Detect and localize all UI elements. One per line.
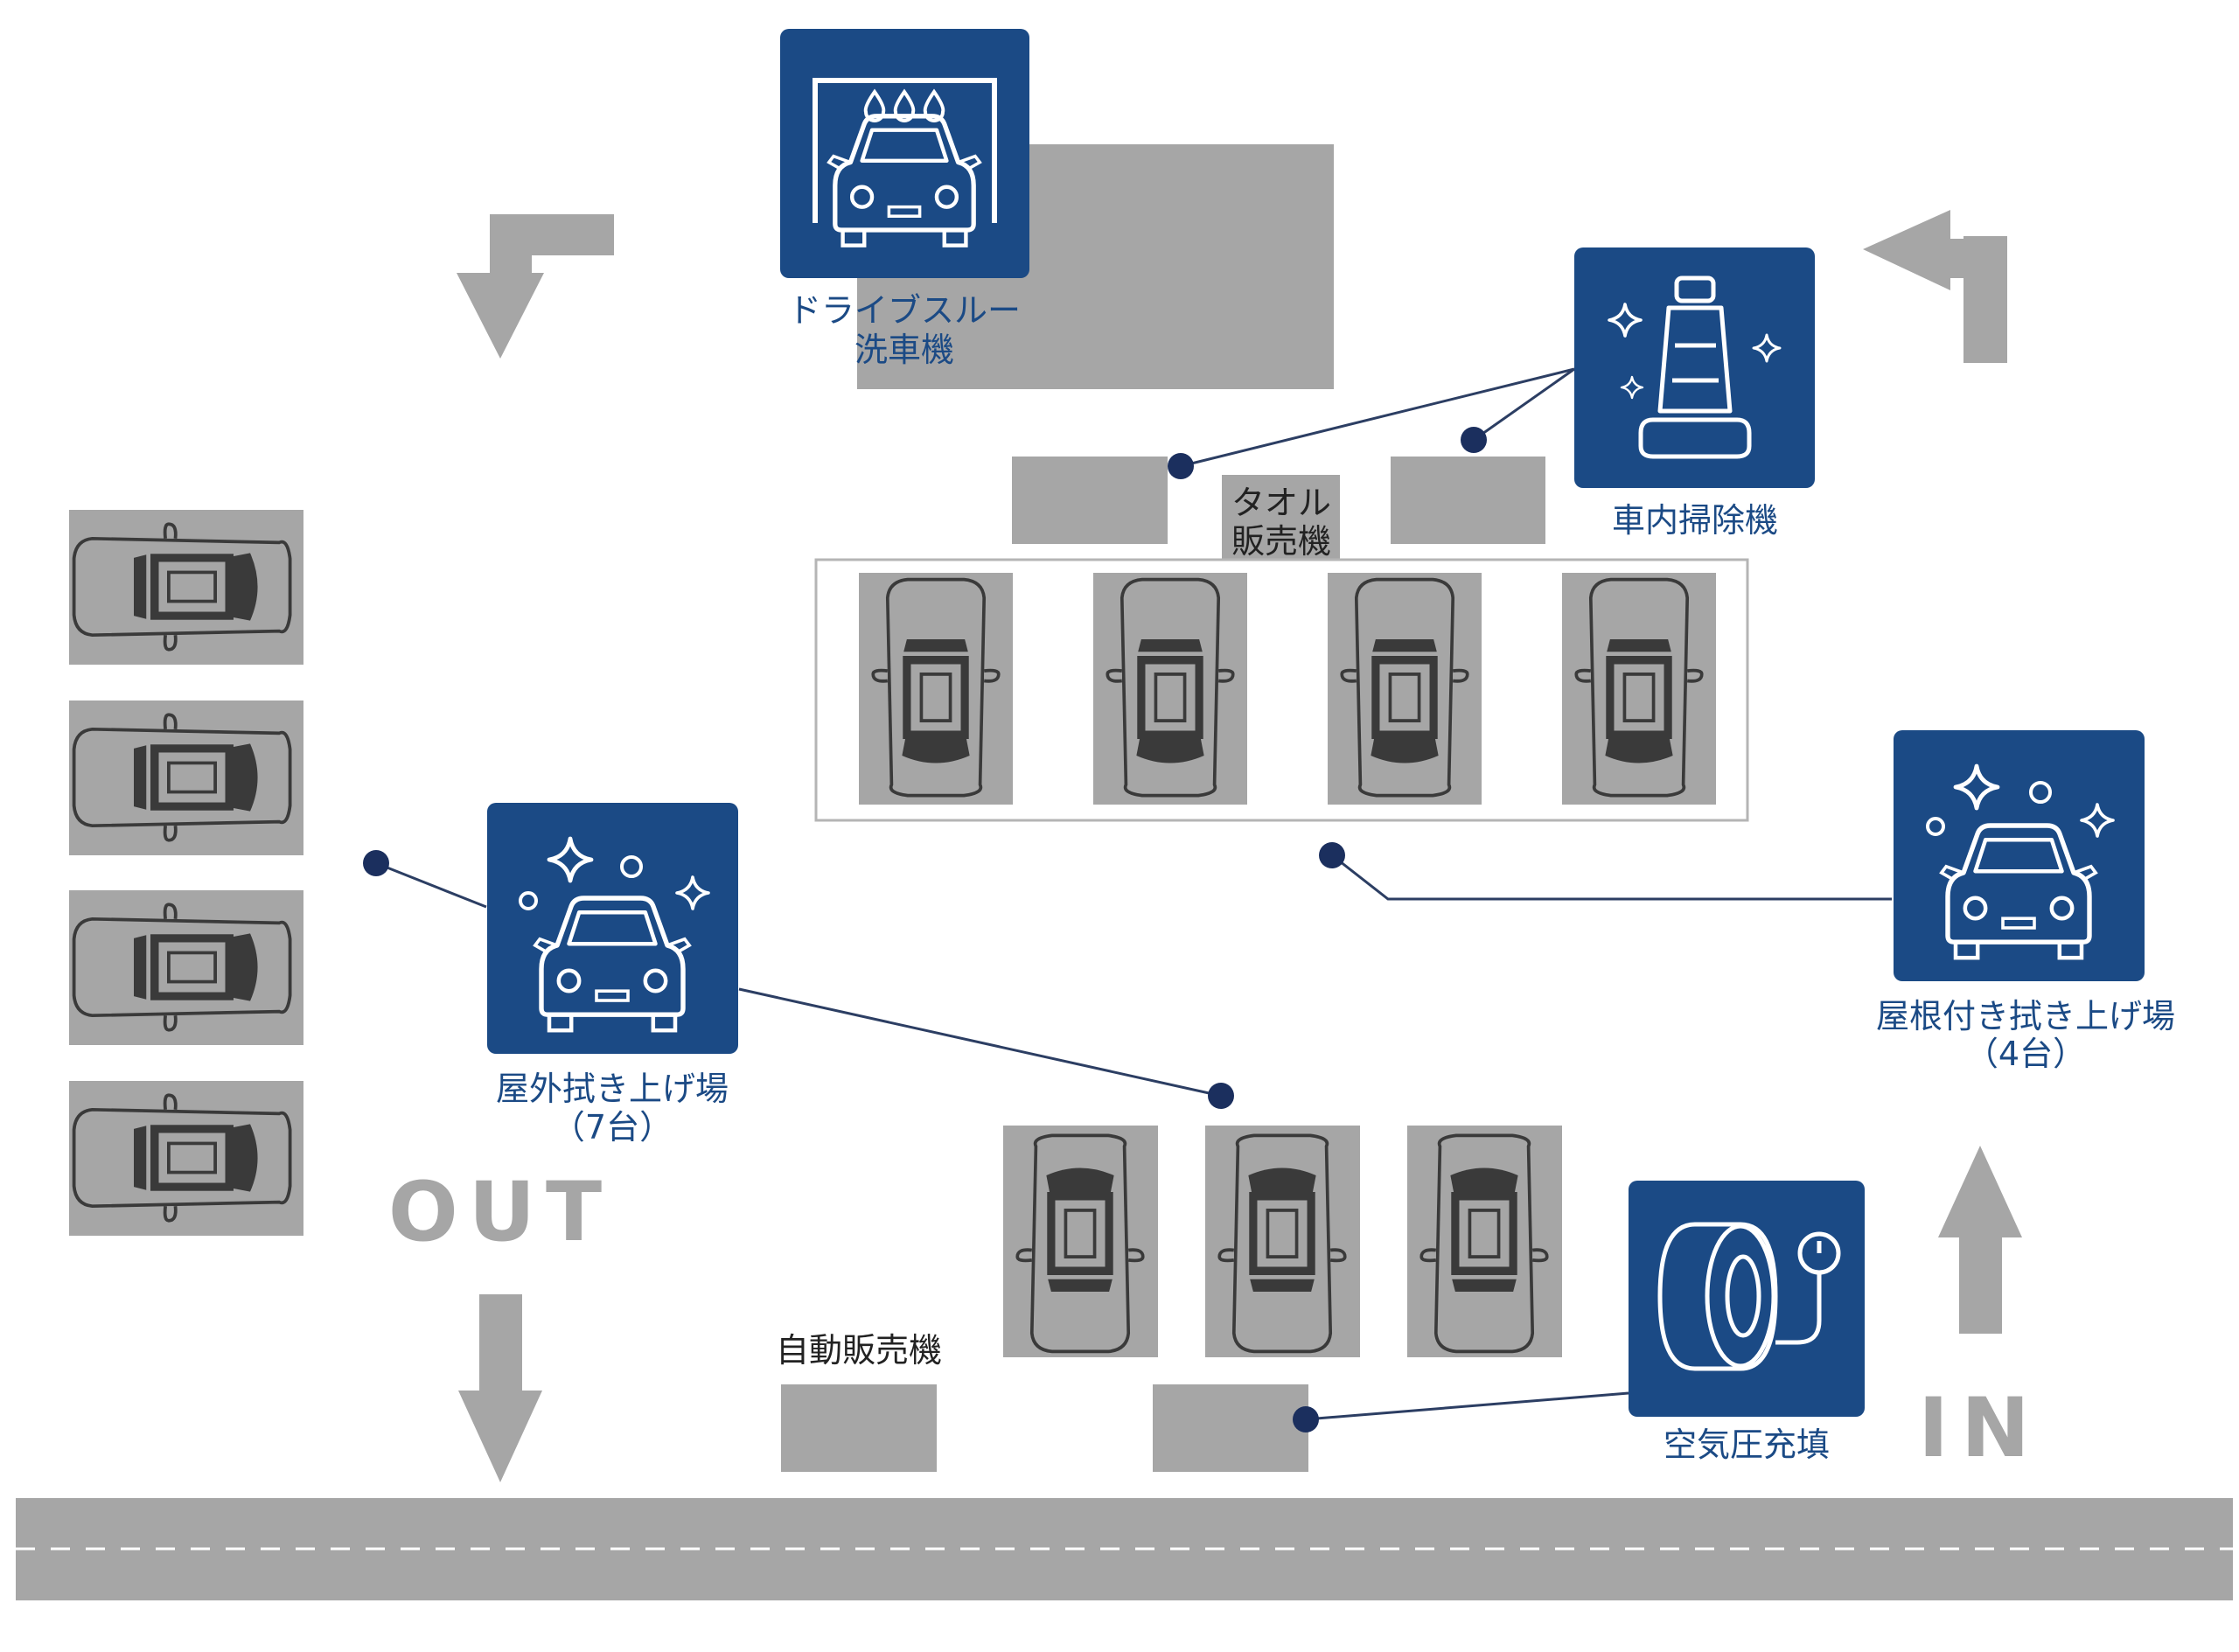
outdoor-wiping-label-1: 屋外拭き上げ場 xyxy=(496,1070,729,1108)
out-label: OUT xyxy=(388,1165,612,1260)
sparkle-car-icon xyxy=(519,839,710,1030)
air-pressure-marker xyxy=(1629,1181,1865,1417)
towel-vending-label-2: 販売機 xyxy=(1231,522,1331,561)
connector-dot xyxy=(1293,1406,1319,1432)
roofed-space-2 xyxy=(1093,573,1247,805)
sparkle-car-icon xyxy=(1926,766,2115,958)
connector-dot xyxy=(1461,427,1487,453)
drive-thru-wash-label-2: 洗車機 xyxy=(854,331,954,369)
towel-vending-machine xyxy=(1222,475,1340,561)
connector-dot xyxy=(363,850,389,876)
outdoor-space-left-1 xyxy=(69,510,303,665)
connector-outdoor-bottom xyxy=(738,987,1222,1098)
interior-vacuum-label: 車内掃除機 xyxy=(1612,501,1778,540)
outdoor-space-left-4 xyxy=(69,1081,303,1236)
air-pressure-label: 空気圧充填 xyxy=(1664,1425,1830,1464)
outdoor-space-left-2 xyxy=(69,701,303,855)
air-pressure-block xyxy=(1153,1384,1308,1472)
outdoor-space-bottom-3 xyxy=(1407,1126,1562,1357)
entry-direction-arrow-top-stem xyxy=(1963,236,2007,363)
drive-thru-wash-label-1: ドライブスルー xyxy=(788,291,1021,330)
vacuum-area-right xyxy=(1391,457,1545,544)
connector-air-pressure xyxy=(1305,1391,1629,1421)
outdoor-wiping-marker xyxy=(487,803,738,1054)
car-seat-icon xyxy=(1609,275,1782,459)
towel-vending-label-1: タオル xyxy=(1231,484,1331,522)
connector-outdoor-left xyxy=(375,861,487,909)
connector-dot xyxy=(1168,453,1194,479)
roofed-space-3 xyxy=(1328,573,1482,805)
roofed-space-1 xyxy=(859,573,1013,805)
interior-vacuum-marker xyxy=(1574,247,1815,488)
road xyxy=(16,1498,2233,1600)
drive-thru-wash-marker xyxy=(780,29,1029,278)
tire-gauge-icon xyxy=(1657,1222,1841,1371)
outdoor-space-left-3 xyxy=(69,890,303,1045)
exit-direction-arrow-top xyxy=(457,214,614,359)
car-wash-icon xyxy=(813,78,997,246)
out-arrow xyxy=(458,1294,542,1482)
connector-dot xyxy=(1208,1083,1234,1109)
vending-machine-label: 自動販売機 xyxy=(776,1331,942,1370)
outdoor-space-bottom-2 xyxy=(1205,1126,1360,1357)
roofed-wiping-label-2: （4台） xyxy=(1965,1035,2086,1073)
outdoor-space-bottom-1 xyxy=(1003,1126,1158,1357)
outdoor-wiping-label-2: （7台） xyxy=(552,1108,673,1147)
connector-vacuum-left xyxy=(1180,367,1575,468)
in-label: IN xyxy=(1918,1381,2042,1476)
connector-roofed-wiping xyxy=(1331,854,1892,901)
vacuum-area-left xyxy=(1012,457,1168,544)
connector-vacuum-right xyxy=(1473,367,1575,442)
roofed-wiping-label-1: 屋根付き拭き上げ場 xyxy=(1876,997,2175,1035)
in-arrow xyxy=(1938,1146,2022,1334)
roofed-wiping-marker xyxy=(1894,730,2145,981)
connector-dot xyxy=(1319,842,1345,868)
vending-machine-block xyxy=(781,1384,937,1472)
roofed-wiping-frame xyxy=(814,558,1749,822)
roofed-space-4 xyxy=(1562,573,1716,805)
